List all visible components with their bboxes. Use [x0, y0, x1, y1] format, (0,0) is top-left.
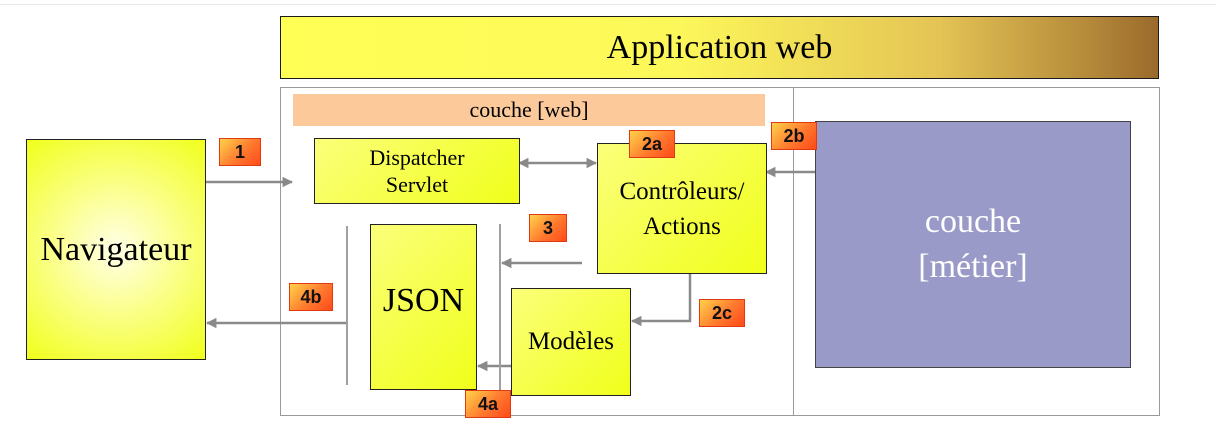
badge-4b: 4b [289, 283, 333, 311]
modeles-box: Modèles [511, 288, 631, 396]
controleurs-actions-box: Contrôleurs/ Actions [597, 143, 767, 274]
dispatcher-servlet-box: Dispatcher Servlet [314, 138, 520, 204]
metier-label-line1: couche [924, 203, 1022, 241]
dispatcher-label-line2: Servlet [385, 172, 449, 197]
navigateur-box: Navigateur [26, 139, 206, 360]
badge-1: 1 [219, 138, 261, 166]
controleurs-label-line2: Actions [643, 212, 721, 240]
metier-label-line2: [métier] [918, 247, 1028, 285]
json-label: JSON [382, 282, 465, 319]
modeles-label: Modèles [527, 328, 615, 355]
badge-3: 3 [529, 214, 567, 242]
navigateur-label: Navigateur [40, 230, 192, 268]
metier-layer-frame [792, 87, 1160, 416]
badge-4a: 4a [465, 390, 511, 418]
web-layer-label: couche [web] [293, 94, 765, 126]
arrow-2c [630, 273, 692, 327]
dispatcher-label-line1: Dispatcher [369, 144, 465, 170]
web-layer-frame [280, 87, 794, 416]
badge-2b: 2b [771, 122, 817, 150]
badge-2a: 2a [629, 130, 675, 158]
controleurs-label-line1: Contrôleurs/ [619, 177, 745, 205]
json-box: JSON [370, 224, 477, 390]
application-title: Application web [280, 16, 1159, 79]
couche-metier-box: couche [métier] [815, 121, 1131, 368]
badge-2c: 2c [699, 299, 745, 327]
top-divider [0, 4, 1216, 5]
